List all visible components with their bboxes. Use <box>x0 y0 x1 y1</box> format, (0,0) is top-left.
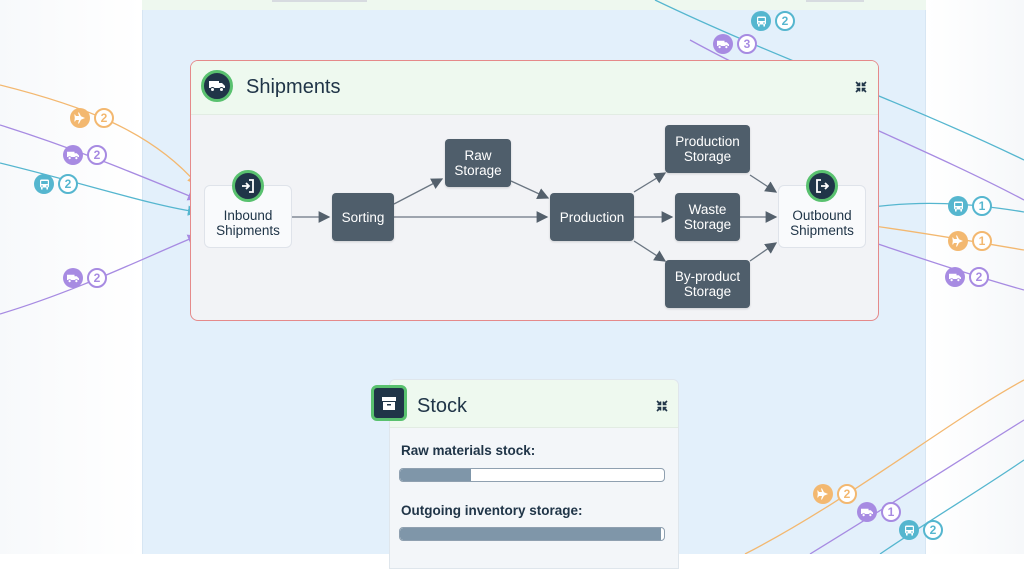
production-storage-node[interactable]: Production Storage <box>665 125 750 173</box>
production-storage-label: Production Storage <box>675 134 740 164</box>
bus-icon <box>899 520 919 540</box>
shipments-group: Shipments Inbound Shipments Sorting Raw <box>190 60 879 321</box>
route-badge-bus[interactable]: 2 <box>899 520 943 540</box>
inbound-shipments-node[interactable]: Inbound Shipments <box>204 170 292 248</box>
route-badge-truck[interactable]: 2 <box>63 268 107 288</box>
raw-storage-label: Raw Storage <box>454 148 502 178</box>
edge-prodstorage-outbound <box>749 174 778 193</box>
route-badge-bus[interactable]: 2 <box>751 11 795 31</box>
inbound-label: Inbound Shipments <box>216 208 280 238</box>
route-badge-count: 1 <box>972 231 992 251</box>
raw-materials-stock-fill <box>400 469 472 481</box>
route-badge-count: 2 <box>94 108 114 128</box>
sorting-label: Sorting <box>341 209 385 225</box>
route-badge-air[interactable]: 1 <box>948 231 992 251</box>
truck-icon <box>63 268 83 288</box>
production-node[interactable]: Production <box>550 193 634 241</box>
sign-out-icon <box>806 170 838 202</box>
route-badge-truck[interactable]: 2 <box>945 267 989 287</box>
airplane-icon <box>813 484 833 504</box>
shipments-header: Shipments <box>191 61 878 115</box>
route-badge-count: 2 <box>969 267 989 287</box>
edge-sorting-raw <box>393 178 444 205</box>
route-badge-count: 2 <box>775 11 795 31</box>
truck-icon <box>945 267 965 287</box>
sorting-node[interactable]: Sorting <box>332 193 394 241</box>
outbound-label: Outbound Shipments <box>790 208 854 238</box>
airplane-icon <box>70 108 90 128</box>
edge-production-prodstorage <box>633 172 667 193</box>
route-badge-truck[interactable]: 1 <box>857 502 901 522</box>
truck-icon <box>201 70 233 102</box>
process-edges <box>292 172 778 262</box>
compress-icon[interactable] <box>655 399 669 413</box>
route-badge-truck[interactable]: 2 <box>63 145 107 165</box>
route-badge-count: 1 <box>972 196 992 216</box>
route-badge-count: 2 <box>87 145 107 165</box>
route-badge-count: 2 <box>923 520 943 540</box>
edge-production-byproduct <box>633 240 667 262</box>
byproduct-storage-label: By-product Storage <box>674 269 741 299</box>
outgoing-inventory-storage-label: Outgoing inventory storage: <box>401 503 583 518</box>
route-badge-bus[interactable]: 2 <box>34 174 78 194</box>
outbound-shipments-node[interactable]: Outbound Shipments <box>778 170 866 248</box>
stock-header: Stock <box>371 380 678 428</box>
stock-panel: Stock Raw materials stock: Outgoing inve… <box>371 379 679 569</box>
route-badge-count: 2 <box>837 484 857 504</box>
edge-byproduct-outbound <box>749 242 778 262</box>
top-strip <box>142 0 926 10</box>
route-badge-air[interactable]: 2 <box>813 484 857 504</box>
byproduct-storage-node[interactable]: By-product Storage <box>665 260 750 308</box>
airplane-icon <box>948 231 968 251</box>
edge-raw-production <box>510 180 550 199</box>
raw-materials-stock-bar <box>399 468 665 482</box>
production-label: Production <box>559 209 625 225</box>
truck-icon <box>857 502 877 522</box>
route-badge-truck[interactable]: 3 <box>713 34 757 54</box>
truck-icon <box>63 145 83 165</box>
raw-storage-node[interactable]: Raw Storage <box>445 139 511 187</box>
sign-in-icon <box>232 170 264 202</box>
outgoing-inventory-storage-bar <box>399 527 665 541</box>
waste-storage-label: Waste Storage <box>683 202 732 232</box>
shipments-title: Shipments <box>246 76 341 98</box>
bus-icon <box>34 174 54 194</box>
route-badge-count: 3 <box>737 34 757 54</box>
route-badge-count: 1 <box>881 502 901 522</box>
box-icon <box>371 385 407 421</box>
route-badge-count: 2 <box>87 268 107 288</box>
bus-icon <box>751 11 771 31</box>
route-badge-count: 2 <box>58 174 78 194</box>
top-tab <box>806 0 864 2</box>
route-badge-bus[interactable]: 1 <box>948 196 992 216</box>
outgoing-inventory-storage-fill <box>400 528 662 540</box>
raw-materials-stock-label: Raw materials stock: <box>401 443 536 458</box>
waste-storage-node[interactable]: Waste Storage <box>675 193 740 241</box>
truck-icon <box>713 34 733 54</box>
bus-icon <box>948 196 968 216</box>
stock-title: Stock <box>417 395 468 417</box>
compress-icon[interactable] <box>854 80 868 94</box>
top-tab <box>272 0 367 2</box>
route-badge-air[interactable]: 2 <box>70 108 114 128</box>
